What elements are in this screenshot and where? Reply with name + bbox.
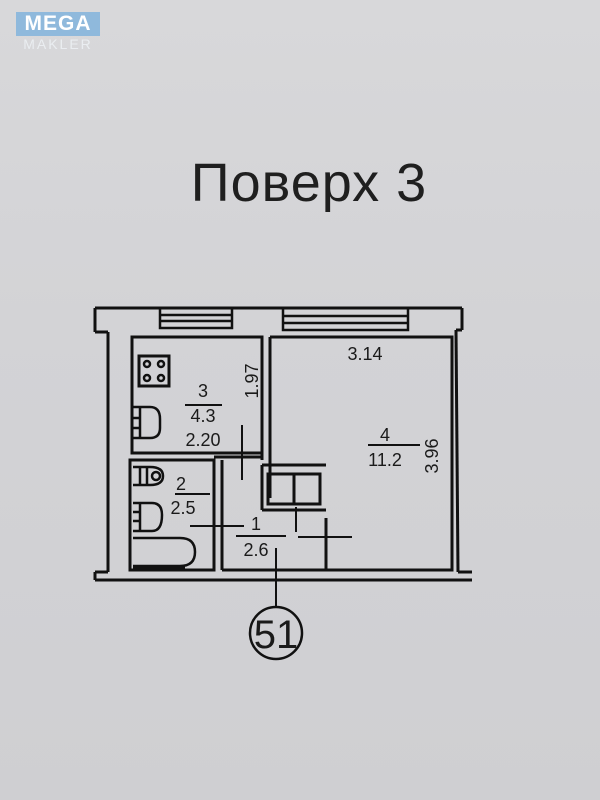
room-1-number: 1 — [251, 514, 261, 534]
watermark-mega: MEGA — [16, 12, 100, 36]
room-3-number: 3 — [198, 381, 208, 401]
room-3-area: 4.3 — [190, 406, 215, 426]
megamakler-watermark: MEGA MAKLER — [16, 12, 100, 52]
room-4-area: 11.2 — [368, 450, 402, 470]
kitchen-width-dimension: 2.20 — [185, 430, 220, 450]
washbasin-icon — [133, 501, 164, 533]
unit-number: 51 — [254, 613, 299, 657]
room-2-area: 2.5 — [170, 498, 195, 518]
sink-icon — [133, 405, 162, 440]
unit-number-marker: 51 — [248, 605, 304, 661]
room-depth-dimension: 3.96 — [422, 438, 442, 473]
toilet-icon — [133, 465, 165, 487]
stove-icon — [137, 354, 171, 388]
watermark-makler: MAKLER — [23, 36, 93, 52]
room-1-area: 2.6 — [243, 540, 268, 560]
window-kitchen — [158, 306, 234, 330]
interior-walls — [128, 335, 454, 572]
bathtub-icon — [133, 536, 197, 569]
kitchen-depth-dimension: 1.97 — [242, 363, 262, 398]
dimension-marks — [175, 404, 420, 608]
window-room — [281, 306, 410, 332]
floor-title: Поверх 3 — [190, 153, 428, 213]
room-2-number: 2 — [176, 474, 186, 494]
room-4-number: 4 — [380, 425, 390, 445]
room-width-dimension: 3.14 — [347, 344, 382, 364]
